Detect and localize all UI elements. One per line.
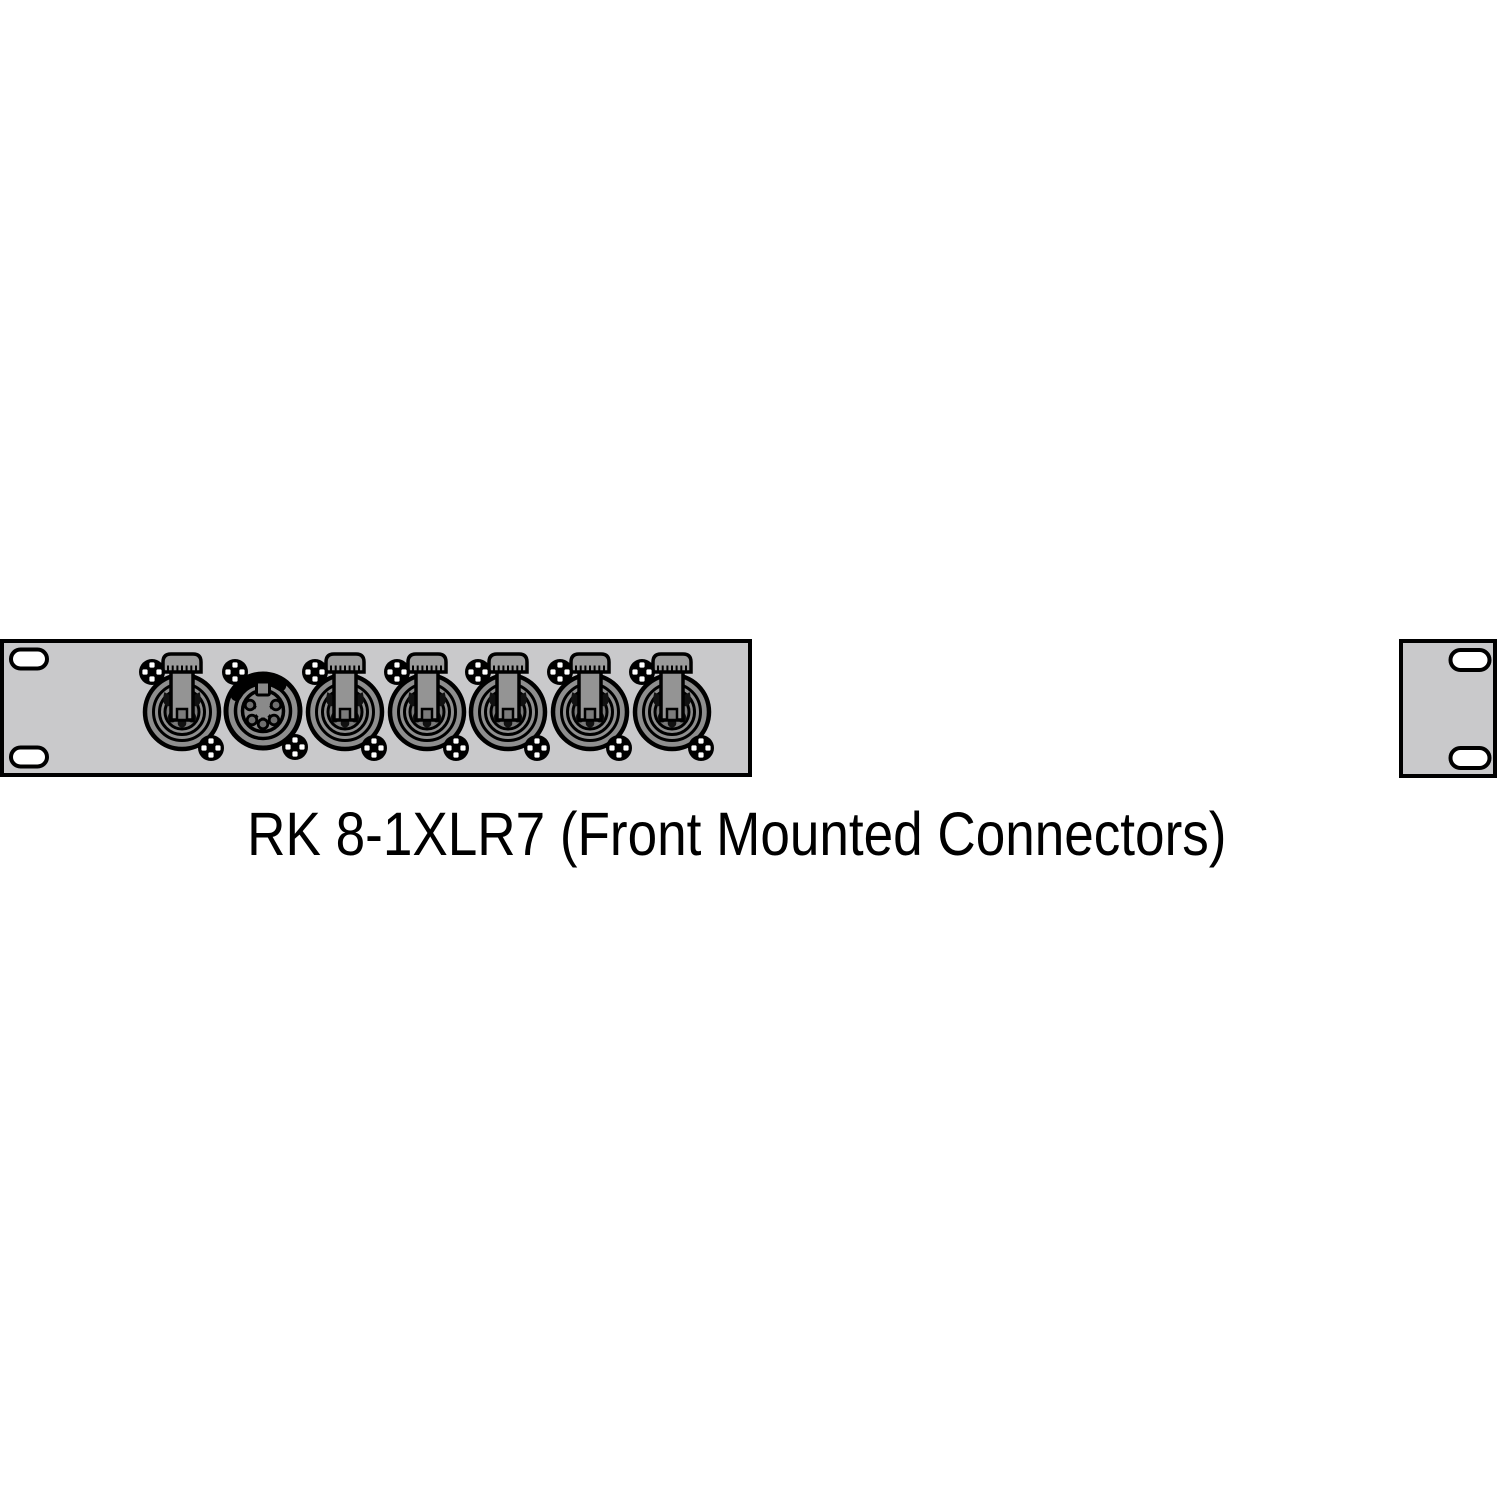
screw-icon xyxy=(198,735,224,761)
screw-icon xyxy=(282,734,308,760)
mounting-slot xyxy=(1448,746,1492,770)
screw-icon xyxy=(139,659,165,685)
screw-icon xyxy=(629,659,655,685)
screw-icon xyxy=(443,735,469,761)
screw-icon xyxy=(547,659,573,685)
caption-text: RK 8-1XLR7 (Front Mounted Connectors) xyxy=(247,800,1227,868)
screw-icon xyxy=(361,735,387,761)
mounting-slot xyxy=(9,647,49,671)
screw-icon xyxy=(465,659,491,685)
mounting-slot xyxy=(9,745,49,769)
screw-icon xyxy=(222,659,248,685)
caption: RK 8-1XLR7 (Front Mounted Connectors) xyxy=(0,800,1487,868)
screw-icon xyxy=(524,735,550,761)
screw-icon xyxy=(606,735,632,761)
screw-icon xyxy=(384,659,410,685)
mounting-slot xyxy=(1448,648,1492,672)
screw-icon xyxy=(302,659,328,685)
screw-icon xyxy=(688,735,714,761)
